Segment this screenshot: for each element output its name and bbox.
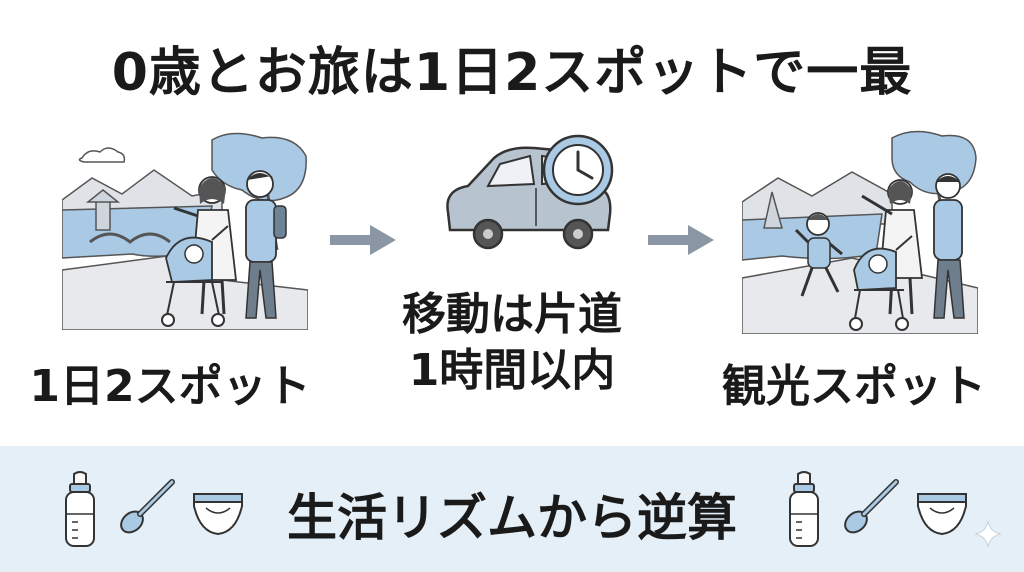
step-1-label: 1日2スポット — [29, 361, 311, 412]
baby-bottle-icon — [65, 471, 95, 547]
footer-text: 生活リズムから逆算 — [287, 489, 737, 547]
bottom-band — [0, 446, 1024, 572]
step-3-label: 観光スポット — [722, 361, 986, 412]
arrow-right-icon — [648, 225, 714, 255]
diaper-icon — [917, 493, 967, 536]
family-sightseeing-illustration — [62, 130, 308, 330]
spoon-icon — [120, 479, 175, 534]
arrow-right-icon — [330, 225, 396, 255]
family-at-spot-illustration — [742, 130, 978, 334]
diaper-icon — [193, 493, 243, 536]
spoon-icon — [844, 479, 899, 534]
baby-bottle-icon — [789, 471, 819, 547]
page-title: 0歳とお旅は1日2スポットで一最 — [111, 43, 913, 103]
step-2-label-line1: 移動は片道 — [402, 289, 622, 340]
sparkle-icon — [975, 521, 1001, 547]
car-with-clock-illustration — [446, 134, 614, 250]
step-2-label-line2: 1時間以内 — [408, 345, 616, 396]
